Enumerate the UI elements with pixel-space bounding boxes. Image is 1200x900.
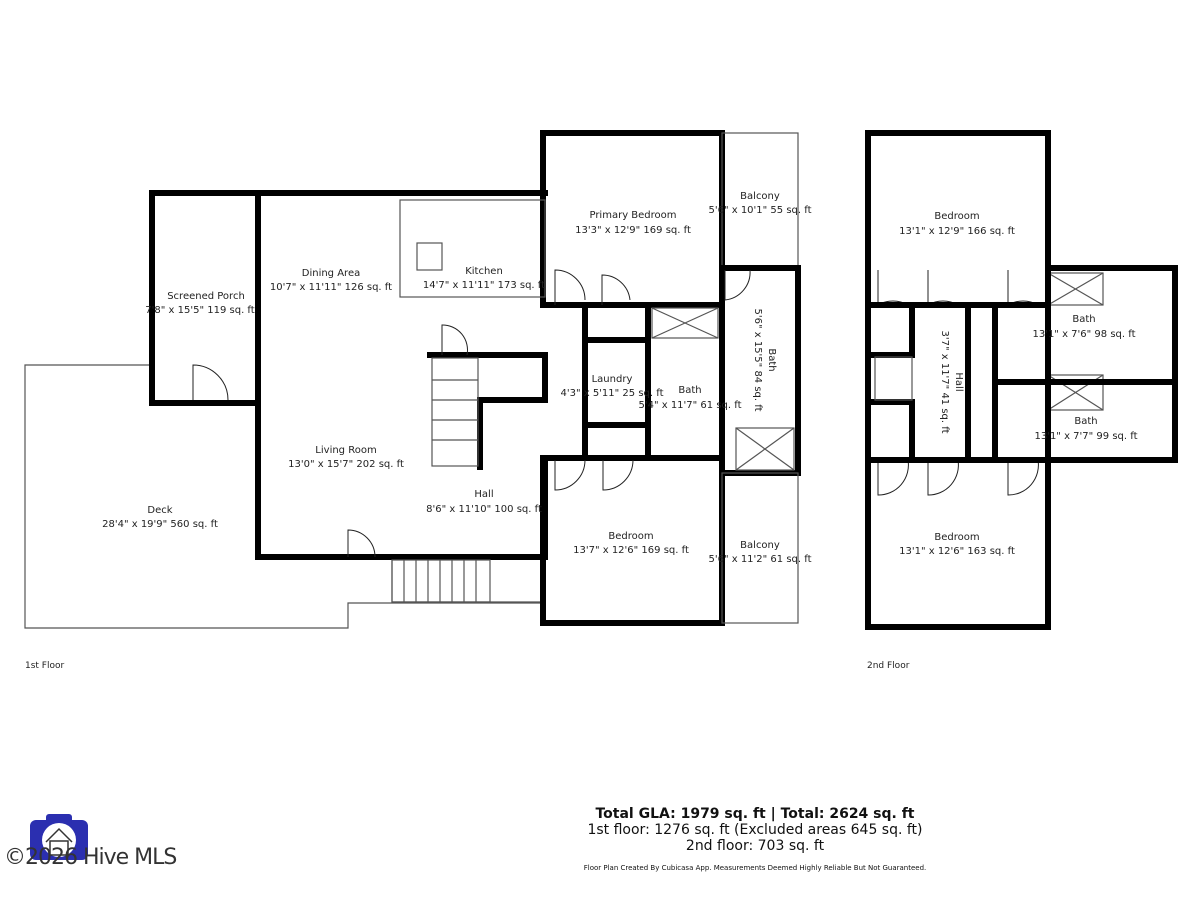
first-floor-walls [149, 130, 801, 626]
room-dims: 13'0" x 15'7" 202 sq. ft [288, 459, 404, 470]
room-dims: 14'7" x 11'11" 173 sq. ft [423, 280, 545, 291]
room-dims: 5'6" x 15'5" 84 sq. ft [752, 308, 763, 411]
camera-house-logo-icon [30, 814, 88, 860]
room-dims: 28'4" x 19'9" 560 sq. ft [102, 519, 218, 530]
room-name: Bath [678, 385, 701, 396]
floor-label-2nd: 2nd Floor [867, 661, 910, 671]
room-dims: 13'3" x 12'9" 169 sq. ft [575, 225, 691, 236]
second-floor-total: 2nd floor: 703 sq. ft [685, 838, 825, 854]
room-name: Bedroom [608, 531, 653, 542]
room-name: Bath [766, 348, 777, 371]
room-name: Hall [474, 489, 493, 500]
room-dims: 5'6" x 11'2" 61 sq. ft [708, 554, 811, 565]
area-totals: Total GLA: 1979 sq. ft | Total: 2624 sq.… [0, 806, 1200, 872]
room-name: Deck [147, 505, 172, 516]
room-dims: 3'7" x 11'7" 41 sq. ft [939, 330, 950, 433]
room-name: Bath [1074, 416, 1097, 427]
room-name: Primary Bedroom [589, 210, 676, 221]
room-dims: 13'1" x 12'6" 163 sq. ft [899, 546, 1015, 557]
room-dims: 4'3" x 5'11" 25 sq. ft [560, 388, 663, 399]
room-name: Balcony [740, 540, 780, 551]
watermark-text: ©2026 Hive MLS [4, 845, 177, 870]
room-name: Kitchen [465, 266, 503, 277]
second-floor-labels: Bedroom 13'1" x 12'9" 166 sq. ft Bath 13… [867, 211, 1138, 671]
floor-label-1st: 1st Floor [25, 661, 64, 671]
room-dims: 5'4" x 11'7" 61 sq. ft [638, 400, 741, 411]
room-name: Bedroom [934, 532, 979, 543]
total-gla: Total GLA: 1979 sq. ft | Total: 2624 sq.… [595, 806, 915, 822]
room-name: Balcony [740, 191, 780, 202]
room-dims: 10'7" x 11'11" 126 sq. ft [270, 282, 392, 293]
room-dims: 5'6" x 10'1" 55 sq. ft [708, 205, 811, 216]
room-dims: 13'1" x 7'7" 99 sq. ft [1034, 431, 1137, 442]
deck-outline [24, 364, 541, 629]
room-dims: 13'1" x 12'9" 166 sq. ft [899, 226, 1015, 237]
first-floor-labels: Screened Porch 7'8" x 15'5" 119 sq. ft D… [25, 191, 812, 671]
exterior-stairs [391, 559, 491, 603]
room-dims: 7'8" x 15'5" 119 sq. ft [145, 305, 254, 316]
first-floor-total: 1st floor: 1276 sq. ft (Excluded areas 6… [587, 822, 923, 838]
room-name: Screened Porch [167, 291, 245, 302]
room-name: Bath [1072, 314, 1095, 325]
room-name: Living Room [315, 445, 376, 456]
room-name: Bedroom [934, 211, 979, 222]
disclaimer: Floor Plan Created By Cubicasa App. Meas… [583, 864, 927, 872]
second-floor-walls [865, 130, 1178, 630]
room-dims: 13'7" x 12'6" 169 sq. ft [573, 545, 689, 556]
room-name: Hall [953, 372, 964, 391]
room-dims: 13'1" x 7'6" 98 sq. ft [1032, 329, 1135, 340]
interior-stairs [431, 357, 479, 467]
room-dims: 8'6" x 11'10" 100 sq. ft [426, 504, 542, 515]
room-name: Laundry [592, 374, 633, 385]
room-name: Dining Area [302, 268, 360, 279]
